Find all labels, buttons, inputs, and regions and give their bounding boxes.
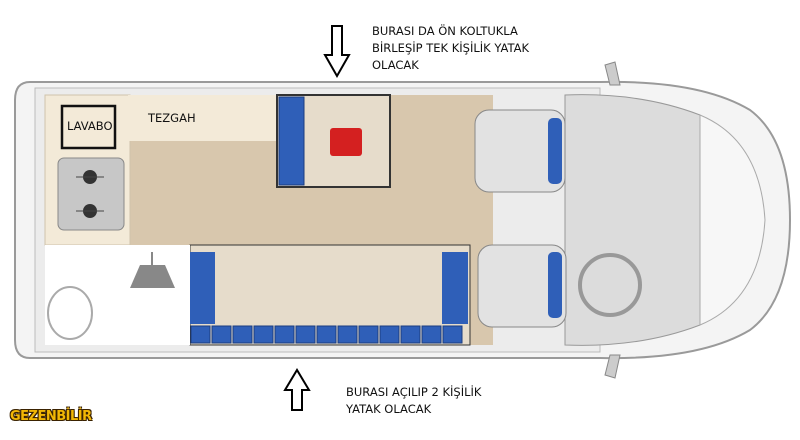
- down-arrow-icon: [323, 25, 351, 79]
- top-note: BURASI DA ÖN KOLTUKLA BİRLEŞİP TEK KİŞİL…: [372, 24, 529, 72]
- sink-label: LAVABO: [67, 119, 113, 133]
- fire-extinguisher-icon: [330, 128, 362, 156]
- shower-icon: [130, 252, 175, 288]
- mirror-bottom: [604, 354, 621, 379]
- counter-top: [128, 95, 278, 141]
- bottom-note: BURASI AÇILIP 2 KİŞİLİK YATAK OLACAK: [346, 385, 482, 416]
- cushion: [190, 325, 211, 344]
- cushion: [337, 325, 358, 344]
- gezenbilir-logo: GEZENBİLİR: [10, 409, 92, 424]
- cushion: [295, 325, 316, 344]
- cushion: [379, 325, 400, 344]
- table-seat[interactable]: [278, 96, 305, 186]
- mirror-top: [604, 61, 621, 86]
- cushion: [421, 325, 442, 344]
- counter-label: TEZGAH: [148, 111, 196, 125]
- cushion: [400, 325, 421, 344]
- cushion: [211, 325, 232, 344]
- toilet: [47, 286, 93, 340]
- cushion: [316, 325, 337, 344]
- bench-cushions: [190, 325, 463, 344]
- cushion: [253, 325, 274, 344]
- cushion: [358, 325, 379, 344]
- passenger-seat[interactable]: [477, 244, 567, 328]
- driver-seat[interactable]: [474, 109, 566, 193]
- sink-box: [60, 104, 117, 150]
- steering-wheel-icon: [578, 253, 642, 317]
- cushion: [274, 325, 295, 344]
- cushion: [442, 325, 463, 344]
- up-arrow-icon: [283, 368, 311, 411]
- cushion: [232, 325, 253, 344]
- stove-icon: [57, 157, 125, 231]
